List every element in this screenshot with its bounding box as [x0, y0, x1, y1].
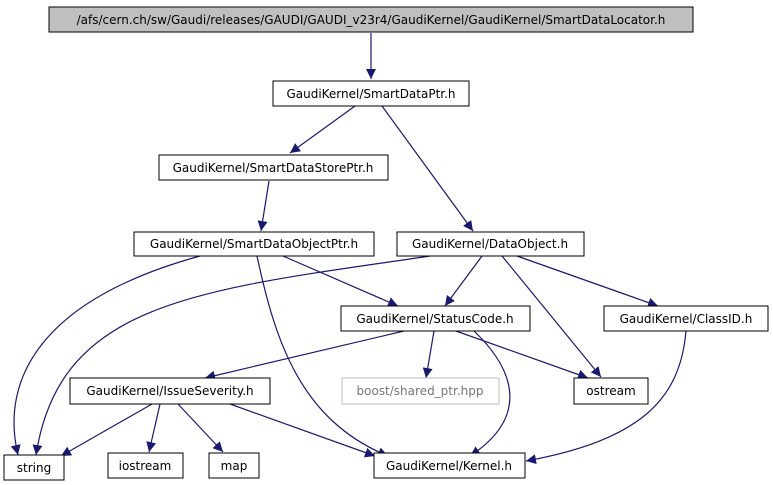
- node-ostream: ostream: [573, 377, 649, 405]
- edge-smart-data-store-ptr-to-smart-data-object-ptr: [257, 180, 270, 232]
- edges: [10, 33, 687, 465]
- node-smart-data-object-ptr[interactable]: GaudiKernel/SmartDataObjectPtr.h: [133, 231, 375, 257]
- node-class-id[interactable]: GaudiKernel/ClassID.h: [603, 305, 769, 332]
- node-status-code-label: GaudiKernel/StatusCode.h: [356, 312, 513, 326]
- node-smart-data-object-ptr-label: GaudiKernel/SmartDataObjectPtr.h: [150, 237, 358, 251]
- node-map: map: [208, 452, 260, 479]
- edge-smart-data-object-ptr-to-kernel: [256, 255, 389, 457]
- node-map-label: map: [221, 459, 248, 473]
- node-class-id-label: GaudiKernel/ClassID.h: [620, 312, 753, 326]
- node-smart-data-ptr[interactable]: GaudiKernel/SmartDataPtr.h: [272, 80, 470, 107]
- node-issue-severity[interactable]: GaudiKernel/IssueSeverity.h: [69, 377, 271, 405]
- edge-data-object-to-string: [32, 255, 431, 456]
- edge-smart-data-ptr-to-data-object: [381, 105, 474, 232]
- node-boost-shared-ptr-label: boost/shared_ptr.hpp: [357, 384, 484, 398]
- edge-smart-data-object-ptr-to-string: [10, 255, 201, 456]
- node-iostream: iostream: [107, 452, 184, 479]
- edge-issue-severity-to-map: [177, 403, 224, 453]
- edge-issue-severity-to-string: [60, 403, 153, 457]
- node-data-object-label: GaudiKernel/DataObject.h: [412, 237, 568, 251]
- node-kernel[interactable]: GaudiKernel/Kernel.h: [373, 452, 526, 479]
- node-boost-shared-ptr: boost/shared_ptr.hpp: [341, 377, 500, 405]
- edge-status-code-to-boost-shared-ptr: [422, 330, 435, 379]
- node-root: /afs/cern.ch/sw/Gaudi/releases/GAUDI/GAU…: [48, 6, 694, 33]
- node-data-object[interactable]: GaudiKernel/DataObject.h: [396, 231, 585, 257]
- node-string: string: [3, 454, 65, 481]
- edge-data-object-to-class-id: [516, 255, 659, 308]
- node-smart-data-store-ptr[interactable]: GaudiKernel/SmartDataStorePtr.h: [158, 154, 389, 181]
- node-kernel-label: GaudiKernel/Kernel.h: [386, 459, 512, 473]
- edge-data-object-to-ostream: [501, 255, 602, 378]
- node-string-label: string: [17, 461, 51, 475]
- edge-issue-severity-to-kernel: [229, 403, 376, 458]
- edge-status-code-to-ostream: [455, 330, 589, 380]
- edge-data-object-to-status-code: [444, 255, 483, 307]
- edge-smart-data-object-ptr-to-status-code: [282, 255, 399, 307]
- edge-issue-severity-to-iostream: [146, 403, 161, 453]
- node-ostream-label: ostream: [586, 384, 635, 398]
- edge-smart-data-ptr-to-smart-data-store-ptr: [289, 105, 356, 154]
- node-smart-data-ptr-label: GaudiKernel/SmartDataPtr.h: [286, 87, 455, 101]
- node-iostream-label: iostream: [119, 459, 172, 473]
- node-root-label: /afs/cern.ch/sw/Gaudi/releases/GAUDI/GAU…: [77, 13, 666, 27]
- node-status-code[interactable]: GaudiKernel/StatusCode.h: [340, 305, 531, 332]
- edge-status-code-to-kernel: [469, 330, 511, 457]
- edge-status-code-to-issue-severity: [204, 330, 405, 381]
- edge-class-id-to-kernel: [525, 330, 687, 465]
- node-issue-severity-label: GaudiKernel/IssueSeverity.h: [86, 384, 253, 398]
- node-smart-data-store-ptr-label: GaudiKernel/SmartDataStorePtr.h: [173, 161, 374, 175]
